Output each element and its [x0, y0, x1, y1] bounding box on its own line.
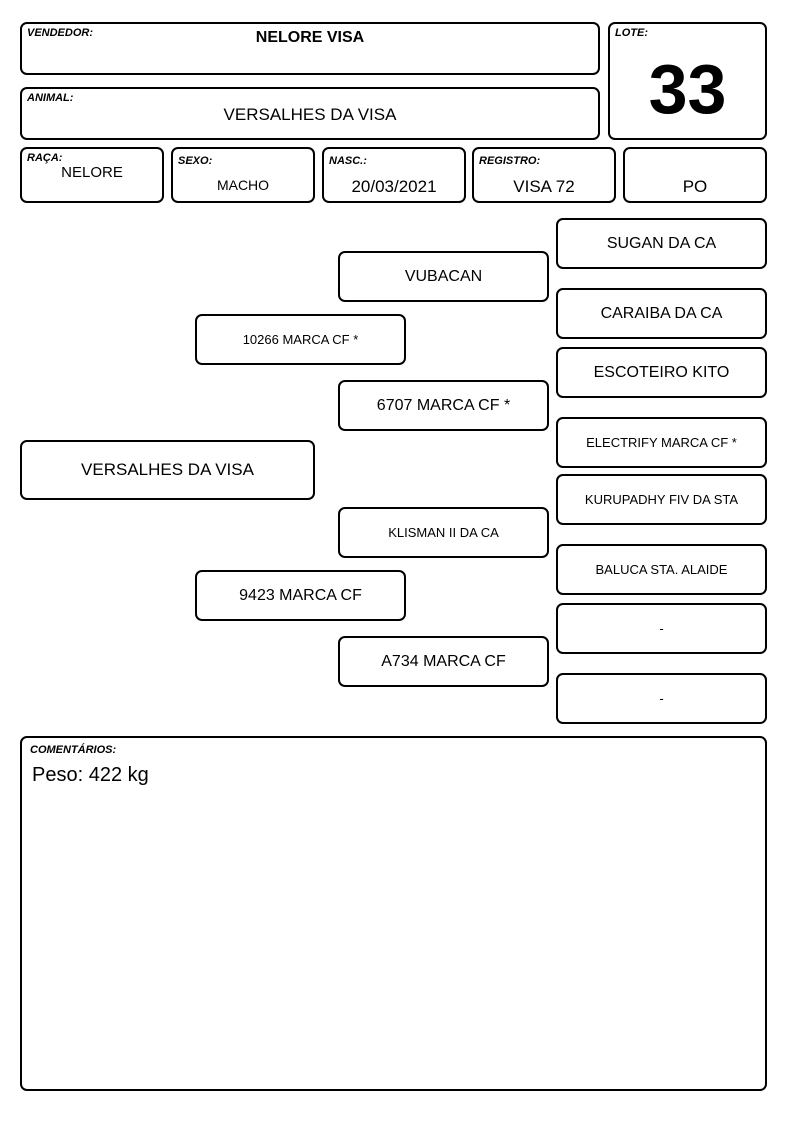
sexo-value: MACHO	[216, 177, 270, 193]
vendedor-box: VENDEDOR: NELORE VISA	[20, 22, 600, 75]
comments-box: COMENTÁRIOS: Peso: 422 kg	[20, 736, 767, 1091]
pedigree-dam-sire: KLISMAN II DA CA	[338, 507, 549, 558]
animal-label: ANIMAL:	[27, 92, 74, 104]
raca-box: RAÇA: NELORE	[20, 147, 164, 203]
registro-box: REGISTRO: VISA 72	[472, 147, 616, 203]
pedigree-sire-sire: VUBACAN	[338, 251, 549, 302]
pedigree-sire: 10266 MARCA CF *	[195, 314, 406, 365]
animal-box: ANIMAL: VERSALHES DA VISA	[20, 87, 600, 140]
registro-label: REGISTRO:	[479, 155, 541, 167]
pedigree-dam: 9423 MARCA CF	[195, 570, 406, 621]
pedigree-ggp-2: CARAIBA DA CA	[556, 288, 767, 339]
pedigree-ggp-7: -	[556, 603, 767, 654]
raca-label: RAÇA:	[27, 152, 63, 164]
nasc-label: NASC.:	[329, 155, 367, 167]
pedigree-ggp-5: KURUPADHY FIV DA STA	[556, 474, 767, 525]
lote-number: 33	[648, 50, 727, 128]
sexo-label: SEXO:	[178, 155, 213, 167]
comments-text: Peso: 422 kg	[32, 764, 149, 786]
animal-value: VERSALHES DA VISA	[223, 105, 397, 124]
pedigree-sire-dam: 6707 MARCA CF *	[338, 380, 549, 431]
pedigree-animal: VERSALHES DA VISA	[20, 440, 315, 500]
pedigree-ggp-8: -	[556, 673, 767, 724]
registro-value: VISA 72	[513, 177, 575, 196]
lote-box: LOTE: 33	[608, 22, 767, 140]
categoria-value: PO	[682, 177, 708, 196]
pedigree-dam-dam: A734 MARCA CF	[338, 636, 549, 687]
raca-value: NELORE	[61, 164, 123, 181]
pedigree-ggp-1: SUGAN DA CA	[556, 218, 767, 269]
nasc-box: NASC.: 20/03/2021	[322, 147, 466, 203]
nasc-value: 20/03/2021	[351, 177, 437, 196]
pedigree-ggp-6: BALUCA STA. ALAIDE	[556, 544, 767, 595]
vendedor-value: NELORE VISA	[255, 29, 365, 46]
lote-label: LOTE:	[615, 27, 648, 39]
vendedor-label: VENDEDOR:	[27, 27, 94, 39]
categoria-box: PO	[623, 147, 767, 203]
pedigree-ggp-4: ELECTRIFY MARCA CF *	[556, 417, 767, 468]
comments-label: COMENTÁRIOS:	[30, 744, 117, 756]
pedigree-ggp-3: ESCOTEIRO KITO	[556, 347, 767, 398]
sexo-box: SEXO: MACHO	[171, 147, 315, 203]
